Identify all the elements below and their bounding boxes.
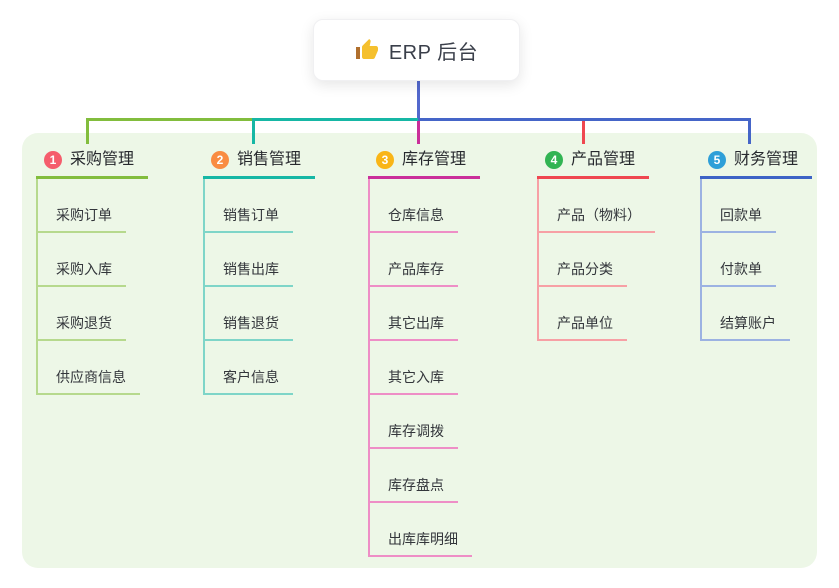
child-topic-label[interactable]: 采购订单 [36, 206, 126, 233]
branch-children-purchase: 采购订单 采购入库 采购退货 供应商信息 [36, 179, 140, 395]
branch-number-badge: 2 [211, 151, 229, 169]
child-topic[interactable]: 采购入库 [36, 233, 140, 287]
child-topic-label[interactable]: 采购退货 [36, 314, 126, 341]
child-topic[interactable]: 产品单位 [537, 287, 655, 341]
branch-children-sales: 销售订单 销售出库 销售退货 客户信息 [203, 179, 293, 395]
root-node[interactable]: ERP 后台 [313, 19, 520, 81]
child-topic[interactable]: 客户信息 [203, 341, 293, 395]
child-topic-label[interactable]: 其它入库 [368, 368, 458, 395]
child-topic-label[interactable]: 产品（物料） [537, 206, 655, 233]
child-topic[interactable]: 出库库明细 [368, 503, 472, 557]
child-topic-label[interactable]: 采购入库 [36, 260, 126, 287]
connector-root-drop [417, 81, 420, 118]
child-topic-label[interactable]: 仓库信息 [368, 206, 458, 233]
child-topic-label[interactable]: 回款单 [700, 206, 776, 233]
branch-label: 库存管理 [402, 151, 467, 168]
child-topic[interactable]: 回款单 [700, 179, 790, 233]
connector-drop-branch-5 [748, 118, 751, 144]
branch-label: 产品管理 [571, 151, 636, 168]
canvas-panel [22, 133, 817, 568]
branch-title-finance[interactable]: 5 财务管理 [700, 146, 812, 179]
root-node-label: ERP 后台 [388, 41, 479, 64]
child-topic-label[interactable]: 库存盘点 [368, 476, 458, 503]
child-topic[interactable]: 销售退货 [203, 287, 293, 341]
child-topic[interactable]: 仓库信息 [368, 179, 472, 233]
branch-label: 财务管理 [734, 151, 799, 168]
child-topic-label[interactable]: 供应商信息 [36, 368, 140, 395]
connector-drop-branch-4 [582, 121, 585, 144]
child-topic[interactable]: 库存调拨 [368, 395, 472, 449]
child-topic[interactable]: 销售出库 [203, 233, 293, 287]
connector-trunk-green [86, 118, 253, 121]
branch-label: 销售管理 [237, 151, 302, 168]
child-topic-label[interactable]: 客户信息 [203, 368, 293, 395]
child-topic[interactable]: 采购订单 [36, 179, 140, 233]
connector-drop-branch-1 [86, 118, 89, 144]
branch-title-purchase[interactable]: 1 采购管理 [36, 146, 148, 179]
branch-title-sales[interactable]: 2 销售管理 [203, 146, 315, 179]
branch-children-product: 产品（物料） 产品分类 产品单位 [537, 179, 655, 341]
child-topic-label[interactable]: 结算账户 [700, 314, 790, 341]
child-topic-label[interactable]: 产品库存 [368, 260, 458, 287]
child-topic[interactable]: 库存盘点 [368, 449, 472, 503]
child-topic[interactable]: 其它出库 [368, 287, 472, 341]
child-topic[interactable]: 采购退货 [36, 287, 140, 341]
branch-children-finance: 回款单 付款单 结算账户 [700, 179, 790, 341]
connector-trunk-blue [418, 118, 751, 121]
child-topic[interactable]: 付款单 [700, 233, 790, 287]
branch-title-inventory[interactable]: 3 库存管理 [368, 146, 480, 179]
child-topic-label[interactable]: 销售出库 [203, 260, 293, 287]
child-topic-label[interactable]: 出库库明细 [368, 530, 472, 557]
connector-trunk-teal [253, 118, 418, 121]
branch-number-badge: 1 [44, 151, 62, 169]
child-topic[interactable]: 结算账户 [700, 287, 790, 341]
child-topic-label[interactable]: 付款单 [700, 260, 776, 287]
child-topic[interactable]: 其它入库 [368, 341, 472, 395]
branch-number-badge: 4 [545, 151, 563, 169]
child-topic[interactable]: 供应商信息 [36, 341, 140, 395]
branch-number-badge: 3 [376, 151, 394, 169]
child-topic[interactable]: 产品分类 [537, 233, 655, 287]
child-topic-label[interactable]: 其它出库 [368, 314, 458, 341]
child-topic-label[interactable]: 产品分类 [537, 260, 627, 287]
child-topic-label[interactable]: 销售退货 [203, 314, 293, 341]
connector-drop-branch-3 [417, 121, 420, 144]
thumbs-up-icon [355, 39, 378, 59]
branch-number-badge: 5 [708, 151, 726, 169]
branch-label: 采购管理 [70, 151, 135, 168]
child-topic[interactable]: 产品库存 [368, 233, 472, 287]
child-topic[interactable]: 销售订单 [203, 179, 293, 233]
child-topic-label[interactable]: 库存调拨 [368, 422, 458, 449]
branch-children-inventory: 仓库信息 产品库存 其它出库 其它入库 库存调拨 库存盘点 出库库明细 [368, 179, 472, 557]
branch-title-product[interactable]: 4 产品管理 [537, 146, 649, 179]
child-topic[interactable]: 产品（物料） [537, 179, 655, 233]
child-topic-label[interactable]: 销售订单 [203, 206, 293, 233]
child-topic-label[interactable]: 产品单位 [537, 314, 627, 341]
connector-drop-branch-2 [252, 118, 255, 144]
